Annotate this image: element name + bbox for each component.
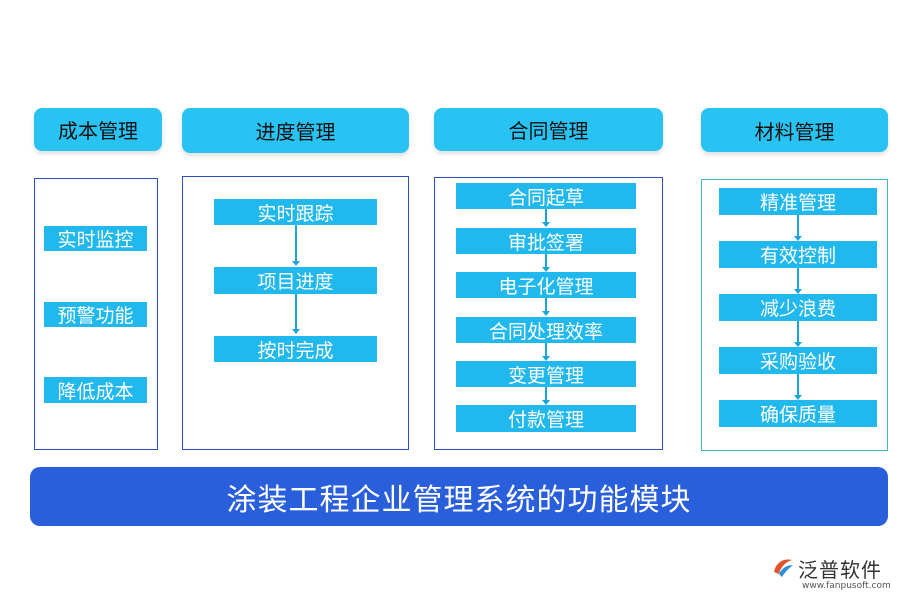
contract-arrow-2 <box>542 254 550 272</box>
brand-logo: 泛普软件 www.fanpusoft.com <box>770 552 895 597</box>
module-header-material: 材料管理 <box>701 108 888 152</box>
cost-item-reduce-cost: 降低成本 <box>44 377 147 403</box>
module-header-cost: 成本管理 <box>34 108 162 151</box>
logo-url: www.fanpusoft.com <box>802 581 891 591</box>
contract-item-efficiency: 合同处理效率 <box>456 317 636 343</box>
contract-item-draft: 合同起草 <box>456 183 636 209</box>
fanpu-logo-icon <box>770 554 796 584</box>
progress-arrow-2 <box>292 294 300 334</box>
contract-item-approval: 审批签署 <box>456 228 636 254</box>
material-arrow-2 <box>794 268 802 294</box>
module-header-progress: 进度管理 <box>182 108 409 153</box>
contract-item-change: 变更管理 <box>456 361 636 387</box>
progress-item-tracking: 实时跟踪 <box>214 199 377 225</box>
material-arrow-1 <box>794 215 802 241</box>
contract-item-payment: 付款管理 <box>456 405 636 432</box>
material-item-control: 有效控制 <box>719 241 877 268</box>
material-arrow-4 <box>794 374 802 400</box>
contract-arrow-1 <box>542 209 550 227</box>
progress-item-on-time: 按时完成 <box>214 336 377 362</box>
material-item-reduce-waste: 减少浪费 <box>719 294 877 321</box>
cost-item-warning: 预警功能 <box>44 302 147 327</box>
material-item-procurement: 采购验收 <box>719 347 877 374</box>
contract-arrow-5 <box>542 387 550 405</box>
logo-name: 泛普软件 <box>798 558 882 582</box>
contract-item-electronic: 电子化管理 <box>456 272 636 298</box>
progress-arrow-1 <box>292 225 300 266</box>
material-item-quality: 确保质量 <box>719 400 877 427</box>
material-arrow-3 <box>794 321 802 347</box>
cost-item-realtime-monitor: 实时监控 <box>44 226 147 251</box>
progress-item-project-progress: 项目进度 <box>214 267 377 294</box>
contract-arrow-3 <box>542 298 550 316</box>
module-header-contract: 合同管理 <box>434 108 663 151</box>
contract-arrow-4 <box>542 343 550 361</box>
material-item-precise: 精准管理 <box>719 188 877 215</box>
page-title-banner: 涂装工程企业管理系统的功能模块 <box>30 467 888 526</box>
